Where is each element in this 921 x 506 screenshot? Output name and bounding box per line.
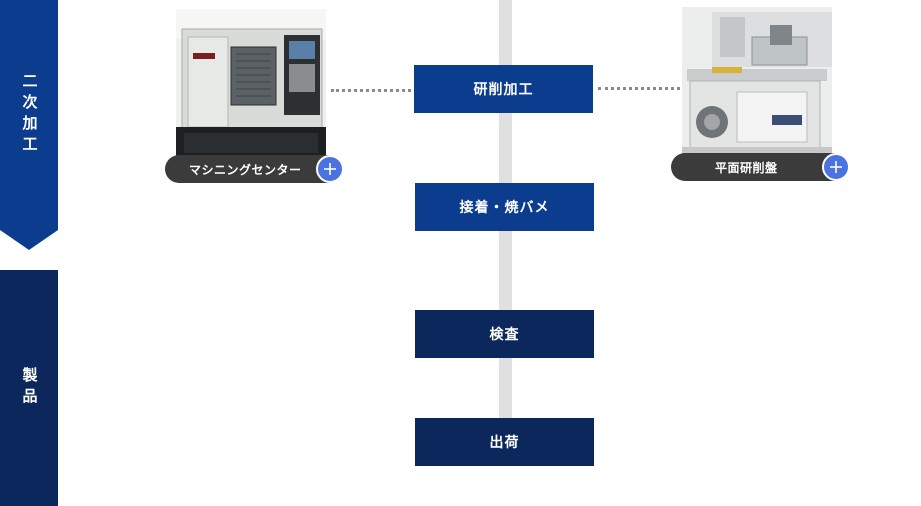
plus-icon: [324, 163, 336, 175]
stage-secondary-processing: 二次加工: [0, 0, 58, 250]
machining-center-plus-button[interactable]: [316, 155, 344, 183]
connector-left: [331, 89, 411, 92]
stage-label: 製品: [20, 367, 39, 409]
step-shipping[interactable]: 出荷: [415, 418, 594, 466]
surface-grinder-tag[interactable]: 平面研削盤: [671, 153, 849, 181]
step-inspection[interactable]: 検査: [415, 310, 594, 358]
machine-label: マシニングセンター: [189, 162, 302, 177]
surface-grinder-photo: [682, 7, 832, 162]
step-label: 検査: [489, 327, 520, 343]
plus-icon: [830, 161, 842, 173]
step-label: 出荷: [489, 435, 520, 451]
machine-label: 平面研削盤: [715, 160, 778, 175]
surface-grinder-plus-button[interactable]: [822, 153, 850, 181]
step-label: 接着・焼バメ: [459, 200, 550, 216]
step-grinding[interactable]: 研削加工: [414, 65, 593, 113]
stage-label: 二次加工: [20, 73, 39, 157]
step-bonding-shrink-fit[interactable]: 接着・焼バメ: [415, 183, 594, 231]
machining-center-photo: [176, 9, 326, 164]
machining-center-tag[interactable]: マシニングセンター: [165, 155, 343, 183]
stage-product: 製品: [0, 270, 58, 506]
step-label: 研削加工: [473, 82, 534, 98]
connector-right: [598, 87, 680, 90]
